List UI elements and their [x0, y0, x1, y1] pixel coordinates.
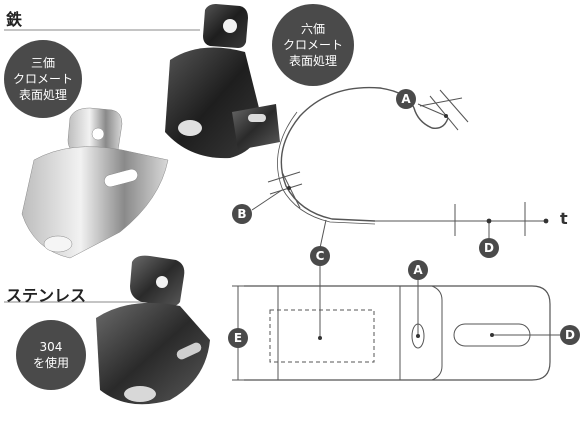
- clamp-photo-tri-chromate: [21, 107, 169, 259]
- dim-point-d-bottom: [490, 333, 494, 337]
- profile-outline: [280, 86, 449, 222]
- bubble-tri-chromate: 三価 クロメート 表面処理: [4, 40, 82, 118]
- label-iron: 鉄: [6, 10, 23, 29]
- callout-c: C: [310, 246, 330, 266]
- label-stainless: ステンレス: [6, 286, 87, 305]
- profile-drawing: [251, 86, 546, 249]
- profile-inner-line: [277, 111, 376, 225]
- thickness-label: t: [560, 209, 568, 228]
- dim-point-d-top: [486, 218, 492, 224]
- bubble-sus304: 304 を使用: [16, 320, 86, 390]
- dim-point-a-bottom: [416, 334, 420, 338]
- dim-point-a-top: [444, 114, 448, 118]
- flat-pattern-drawing: [232, 264, 564, 381]
- callout-a-bottom: A: [408, 260, 428, 280]
- callout-b: B: [232, 204, 252, 224]
- bubble-hex-chromate: 六価 クロメート 表面処理: [272, 4, 354, 86]
- callout-a-top: A: [396, 89, 416, 109]
- callout-d-bottom: D: [560, 325, 580, 345]
- clamp-photo-hex-chromate: [165, 4, 280, 159]
- callout-e: E: [228, 328, 248, 348]
- dim-point-b: [287, 186, 291, 190]
- dim-point-c: [318, 336, 322, 340]
- dim-point-t: [543, 218, 549, 224]
- clamp-photo-stainless: [96, 255, 210, 405]
- mark-area-dashed: [269, 309, 375, 363]
- callout-d-top: D: [479, 238, 499, 258]
- flat-outline: [244, 285, 551, 381]
